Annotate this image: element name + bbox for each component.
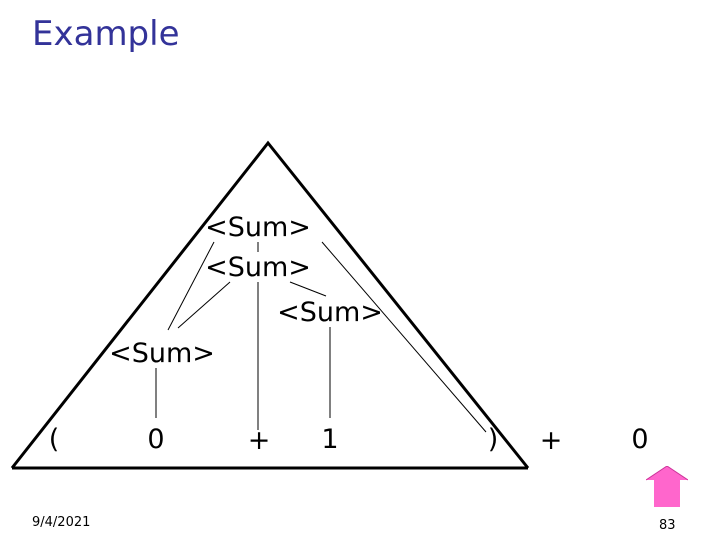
terminal-zero-outer: 0: [631, 424, 648, 455]
edge-root-to-rparen: [321, 241, 487, 433]
terminal-plus-outer: +: [540, 425, 563, 456]
terminal-one: 1: [321, 424, 338, 455]
footer-date: 9/4/2021: [32, 515, 91, 530]
page-number: 83: [659, 518, 676, 533]
sum-node-right: <Sum>: [277, 297, 383, 328]
terminal-open-paren: (: [49, 424, 60, 455]
triangle-outline: [10, 140, 530, 469]
tree-edges: [155, 241, 487, 433]
edge-sum2-to-sum3: [289, 281, 327, 297]
sum-node-middle: <Sum>: [205, 252, 311, 283]
edge-sum2-to-sum4: [177, 281, 231, 329]
terminal-plus: +: [248, 425, 271, 456]
edge-root-to-paren-sum: [167, 241, 215, 331]
terminal-zero: 0: [147, 424, 164, 455]
sum-node-root: <Sum>: [205, 212, 311, 243]
terminal-close-paren: ): [488, 424, 499, 455]
slide-title: Example: [32, 14, 180, 54]
home-up-arrow-icon[interactable]: [645, 465, 689, 508]
sum-node-left: <Sum>: [109, 338, 215, 369]
